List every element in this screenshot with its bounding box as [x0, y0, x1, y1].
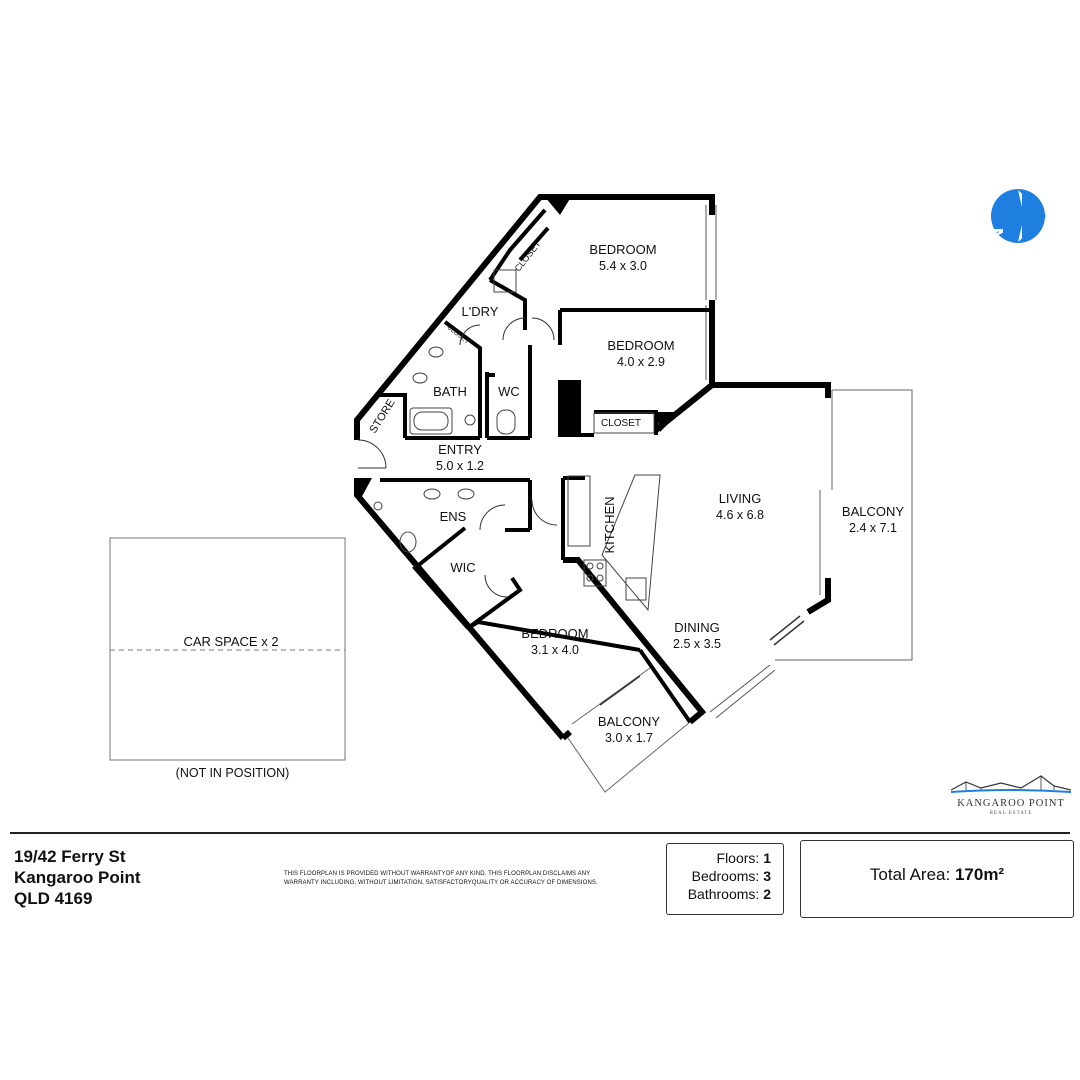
- entry-dim: 5.0 x 1.2: [436, 459, 484, 473]
- floors-row: Floors: 1: [717, 850, 771, 866]
- total-area: Total Area: 170m²: [801, 865, 1073, 885]
- floors-label: Floors:: [716, 850, 760, 866]
- closet-2-label: CLOSET: [446, 324, 471, 346]
- bedroom-2-dim: 4.0 x 2.9: [617, 355, 665, 369]
- logo-name: KANGAROO POINT: [957, 798, 1065, 809]
- dining-dim: 2.5 x 3.5: [673, 637, 721, 651]
- wic-label: WIC: [450, 560, 475, 575]
- compass-icon: N: [986, 189, 1046, 243]
- living-dim: 4.6 x 6.8: [716, 508, 764, 522]
- entry-name: ENTRY: [438, 442, 482, 457]
- car-space-note: (NOT IN POSITION): [175, 766, 290, 780]
- small-balcony-outline: [567, 667, 691, 793]
- bedroom-3-name: BEDROOM: [521, 626, 588, 641]
- wc-label: WC: [498, 384, 520, 399]
- footer-divider: [10, 832, 1070, 834]
- total-area-box: Total Area: 170m²: [800, 840, 1074, 918]
- ens-label: ENS: [440, 509, 467, 524]
- address-line-1: 19/42 Ferry St: [14, 847, 126, 866]
- car-space: [109, 537, 346, 761]
- address-line-2: Kangaroo Point: [14, 868, 141, 887]
- bedrooms-value: 3: [763, 868, 771, 884]
- bridge-icon: [950, 775, 1072, 793]
- bedroom-2-name: BEDROOM: [607, 338, 674, 353]
- bedrooms-row: Bedrooms: 3: [692, 868, 771, 884]
- bedrooms-label: Bedrooms:: [691, 868, 760, 884]
- exterior-walls: [354, 194, 831, 741]
- wall-blocks: [357, 197, 680, 500]
- logo-subtitle: REAL ESTATE: [989, 811, 1033, 816]
- dining-name: DINING: [674, 620, 720, 635]
- interior-walls: [378, 208, 712, 724]
- property-stats: Floors: 1 Bedrooms: 3 Bathrooms: 2: [666, 843, 784, 915]
- company-logo: KANGAROO POINT REAL ESTATE: [946, 768, 1076, 818]
- bedroom-1-name: BEDROOM: [589, 242, 656, 257]
- total-area-value: 170m²: [954, 865, 1005, 884]
- room-labels: BEDROOM 5.4 x 3.0 BEDROOM 4.0 x 2.9 CLOS…: [183, 238, 904, 745]
- bath-label: BATH: [433, 384, 467, 399]
- car-space-label: CAR SPACE x 2: [183, 634, 278, 649]
- bathrooms-row: Bathrooms: 2: [688, 886, 771, 902]
- fixtures: [373, 269, 661, 612]
- compass-letter: N: [986, 228, 1008, 242]
- property-address: 19/42 Ferry St Kangaroo Point QLD 4169: [14, 846, 141, 909]
- windows: [705, 205, 776, 719]
- bathrooms-label: Bathrooms:: [687, 886, 760, 902]
- bedroom-1-dim: 5.4 x 3.0: [599, 259, 647, 273]
- kitchen-label: KITCHEN: [602, 496, 617, 553]
- total-area-label: Total Area:: [869, 865, 951, 884]
- laundry-label: L'DRY: [462, 304, 499, 319]
- living-name: LIVING: [719, 491, 762, 506]
- door-swings: [357, 317, 558, 598]
- balcony-main-name: BALCONY: [842, 504, 904, 519]
- bathrooms-value: 2: [763, 886, 771, 902]
- balcony-main-dim: 2.4 x 7.1: [849, 521, 897, 535]
- floors-value: 1: [763, 850, 771, 866]
- disclaimer-text: THIS FLOORPLAN IS PROVIDED WITHOUT WARRA…: [284, 871, 598, 886]
- closet-3-label: CLOSET: [601, 418, 641, 429]
- bedroom-3-dim: 3.1 x 4.0: [531, 643, 579, 657]
- balcony-small-dim: 3.0 x 1.7: [605, 731, 653, 745]
- address-line-3: QLD 4169: [14, 889, 93, 908]
- balcony-outline: [775, 389, 913, 661]
- sliding-doors: [599, 615, 805, 706]
- balcony-small-name: BALCONY: [598, 714, 660, 729]
